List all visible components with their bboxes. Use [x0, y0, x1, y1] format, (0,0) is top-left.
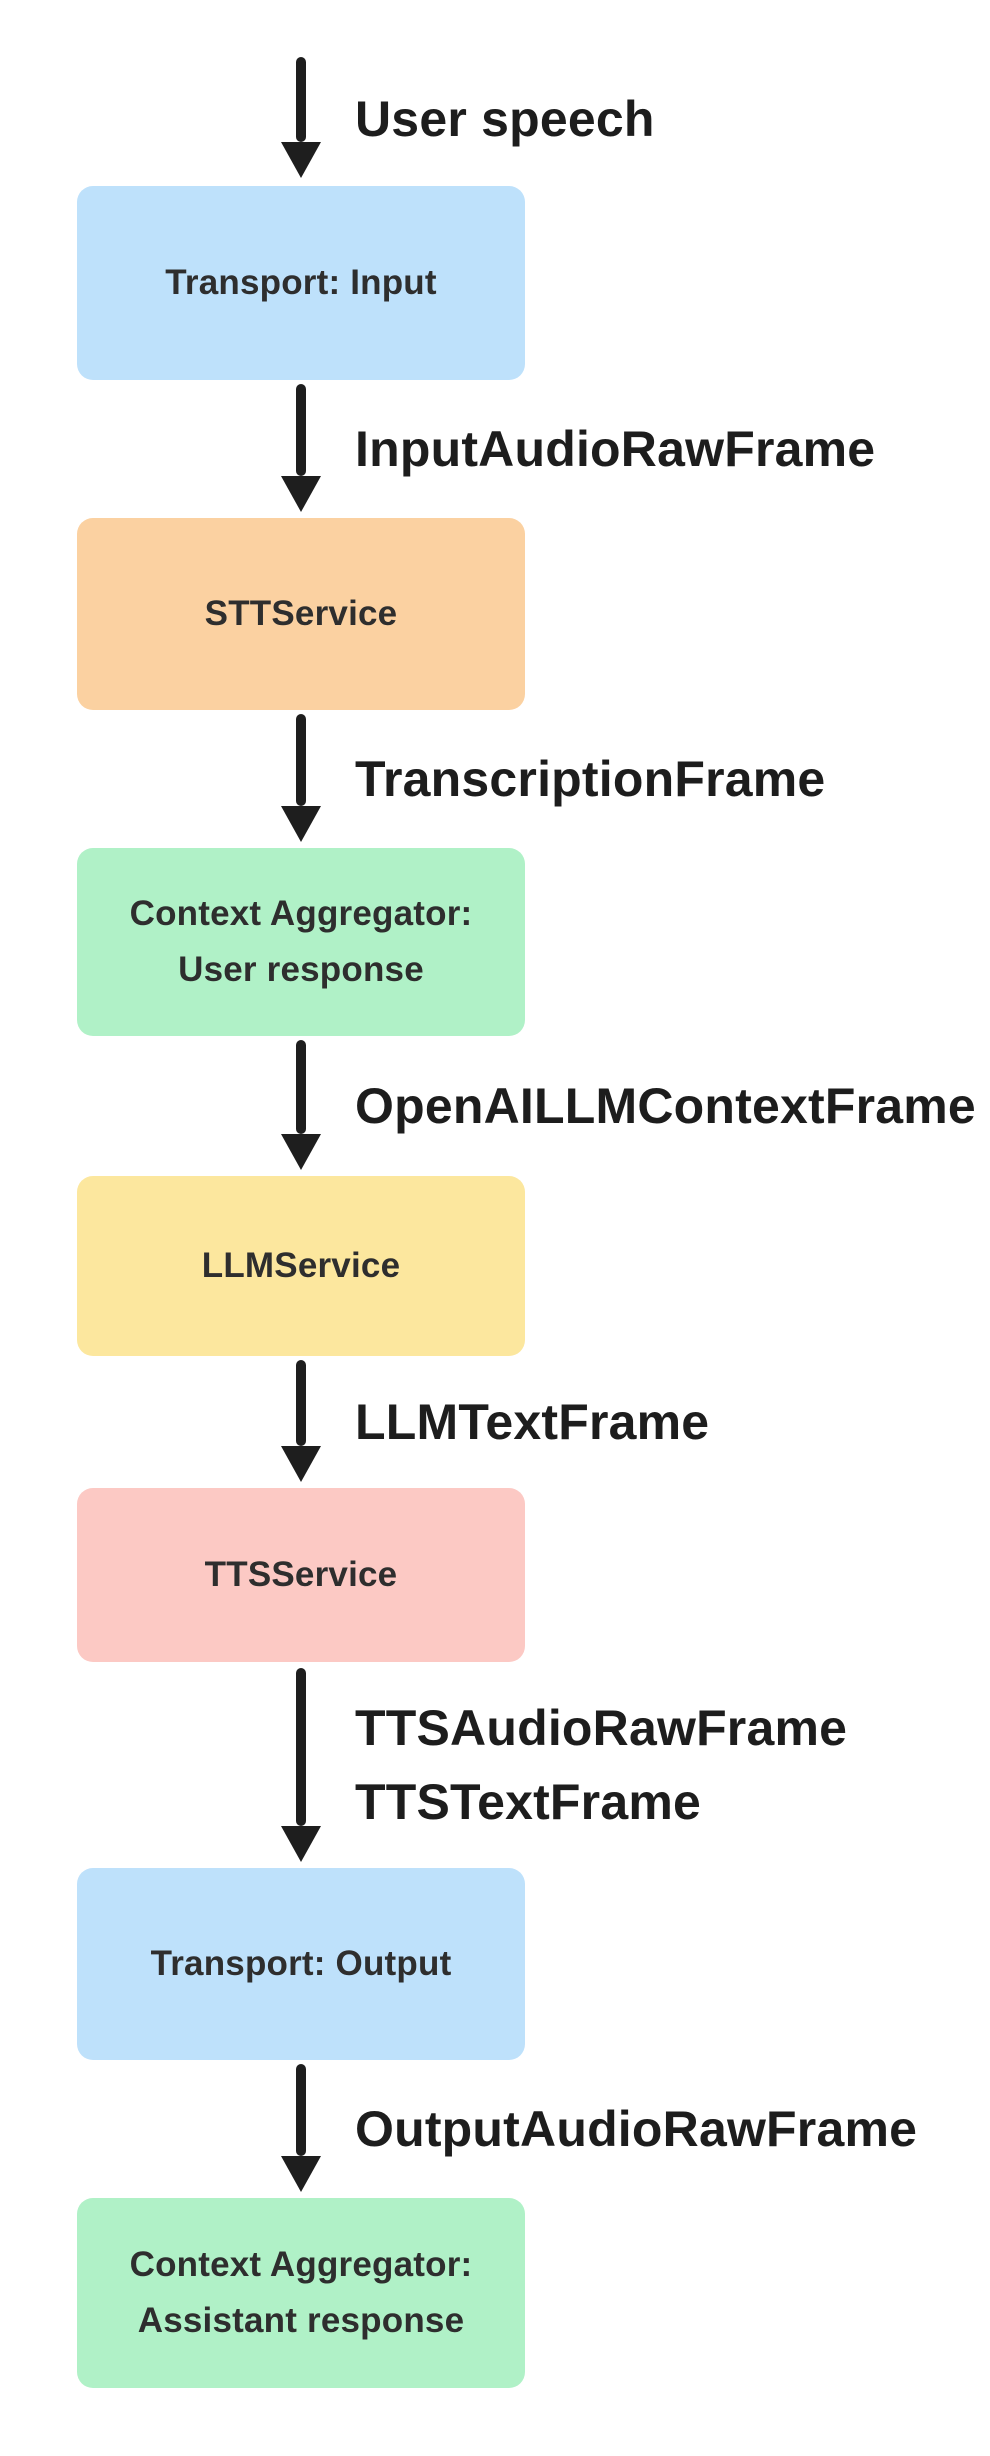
edge-label-input-audio-raw-frame: InputAudioRawFrame — [355, 421, 876, 477]
arrow-down-icon — [281, 476, 321, 512]
node-transport-output: Transport: Output — [77, 1868, 525, 2060]
node-label: Context Aggregator: — [129, 2245, 473, 2284]
node-context-aggregator-user: Context Aggregator: User response — [77, 848, 525, 1036]
node-transport-input: Transport: Input — [77, 186, 525, 380]
edge-label-tts-frames: TTSAudioRawFrame TTSTextFrame — [355, 1691, 847, 1839]
node-llm-service: LLMService — [77, 1176, 525, 1356]
node-label: Transport: Output — [150, 1944, 452, 1983]
edge-label-tts-audio-raw-frame: TTSAudioRawFrame — [355, 1700, 848, 1756]
flow-arrow-5 — [281, 1360, 321, 1482]
arrow-shaft — [296, 384, 306, 476]
arrow-shaft — [296, 714, 306, 806]
arrow-down-icon — [281, 1826, 321, 1862]
node-label: STTService — [204, 594, 398, 633]
edge-label-tts-text-frame: TTSTextFrame — [355, 1774, 702, 1830]
flow-arrow-1 — [281, 57, 321, 178]
arrow-down-icon — [281, 1134, 321, 1170]
flow-arrow-7 — [281, 2064, 321, 2192]
node-stt-service: STTService — [77, 518, 525, 710]
edge-label-openai-llm-context-frame: OpenAILLMContextFrame — [355, 1078, 976, 1134]
arrow-shaft — [296, 1360, 306, 1446]
flow-arrow-3 — [281, 714, 321, 842]
node-tts-service: TTSService — [77, 1488, 525, 1662]
node-label: LLMService — [201, 1246, 401, 1285]
node-label: TTSService — [204, 1555, 398, 1594]
edge-label-output-audio-raw-frame: OutputAudioRawFrame — [355, 2101, 918, 2157]
arrow-shaft — [296, 57, 306, 142]
node-label: Transport: Input — [165, 263, 437, 302]
edge-label-transcription-frame: TranscriptionFrame — [355, 751, 826, 807]
arrow-shaft — [296, 2064, 306, 2156]
node-label: Assistant response — [137, 2301, 465, 2340]
arrow-down-icon — [281, 2156, 321, 2192]
node-context-aggregator-assistant: Context Aggregator: Assistant response — [77, 2198, 525, 2388]
arrow-down-icon — [281, 1446, 321, 1482]
node-label: Context Aggregator: — [129, 894, 473, 933]
edge-label-user-speech: User speech — [355, 91, 655, 147]
flow-arrow-2 — [281, 384, 321, 512]
node-label: User response — [178, 950, 424, 989]
arrow-shaft — [296, 1668, 306, 1826]
flow-arrow-4 — [281, 1040, 321, 1170]
arrow-down-icon — [281, 806, 321, 842]
arrow-shaft — [296, 1040, 306, 1134]
arrow-down-icon — [281, 142, 321, 178]
edge-label-llm-text-frame: LLMTextFrame — [355, 1394, 710, 1450]
flow-arrow-6 — [281, 1668, 321, 1862]
